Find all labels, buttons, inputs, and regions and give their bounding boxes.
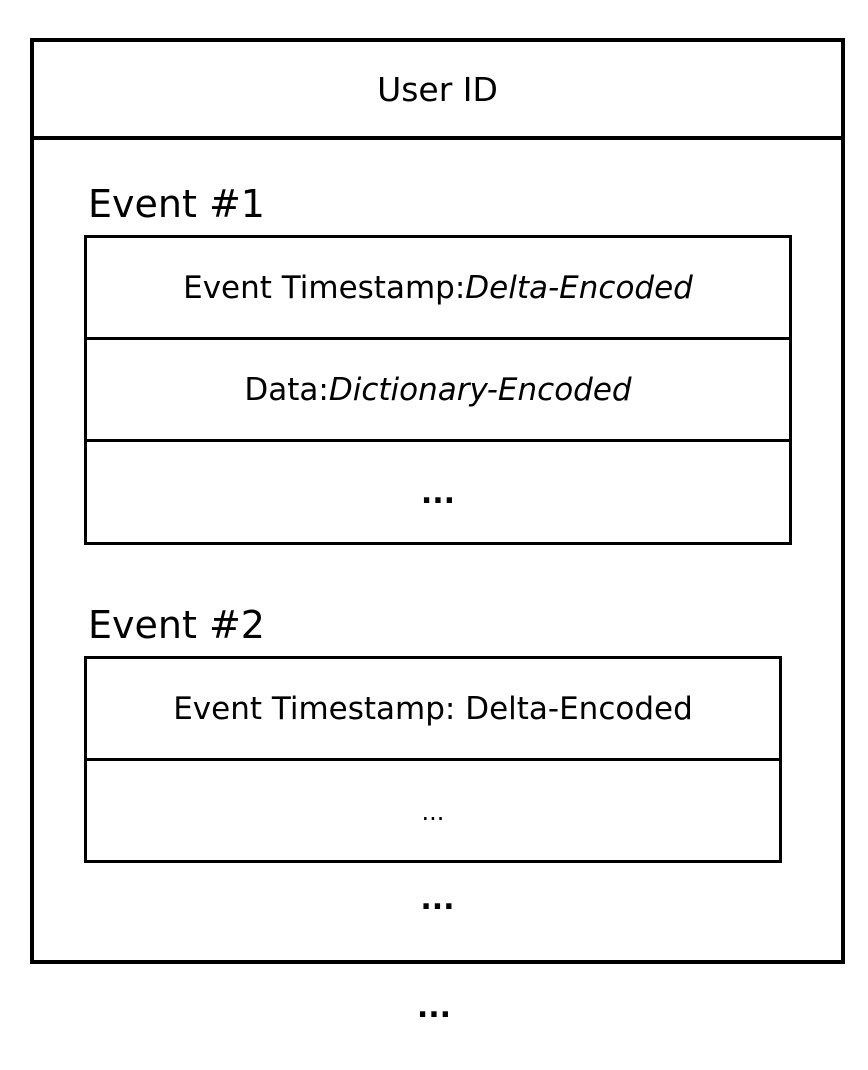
user-id-label: User ID [377,69,498,109]
event-2-more-ellipsis: ... [421,798,445,826]
user-id-header: User ID [34,42,841,140]
event-1-timestamp-label: Event Timestamp: [183,269,466,306]
event-1-more-row: ... [87,442,789,544]
user-record-box: User ID Event #1 Event Timestamp: Delta-… [30,38,845,964]
more-events-ellipsis: ... [420,882,455,917]
event-1-timestamp-row: Event Timestamp: Delta-Encoded [87,238,789,340]
more-users-ellipsis: ... [416,990,452,1025]
event-1-more-ellipsis: ... [420,475,456,511]
event-2-box: Event Timestamp: Delta-Encoded ... [84,656,782,863]
event-1-title: Event #1 [88,182,265,226]
event-1-data-row: Data: Dictionary-Encoded [87,340,789,442]
event-2-timestamp-label: Event Timestamp: Delta-Encoded [173,690,693,727]
event-1-timestamp-encoding: Delta-Encoded [465,269,693,306]
event-1-data-encoding: Dictionary-Encoded [328,371,632,408]
event-2-title: Event #2 [88,603,265,647]
event-2-more-row: ... [87,761,779,863]
event-1-box: Event Timestamp: Delta-Encoded Data: Dic… [84,235,792,545]
event-2-timestamp-row: Event Timestamp: Delta-Encoded [87,659,779,761]
event-1-data-label: Data: [244,371,329,408]
